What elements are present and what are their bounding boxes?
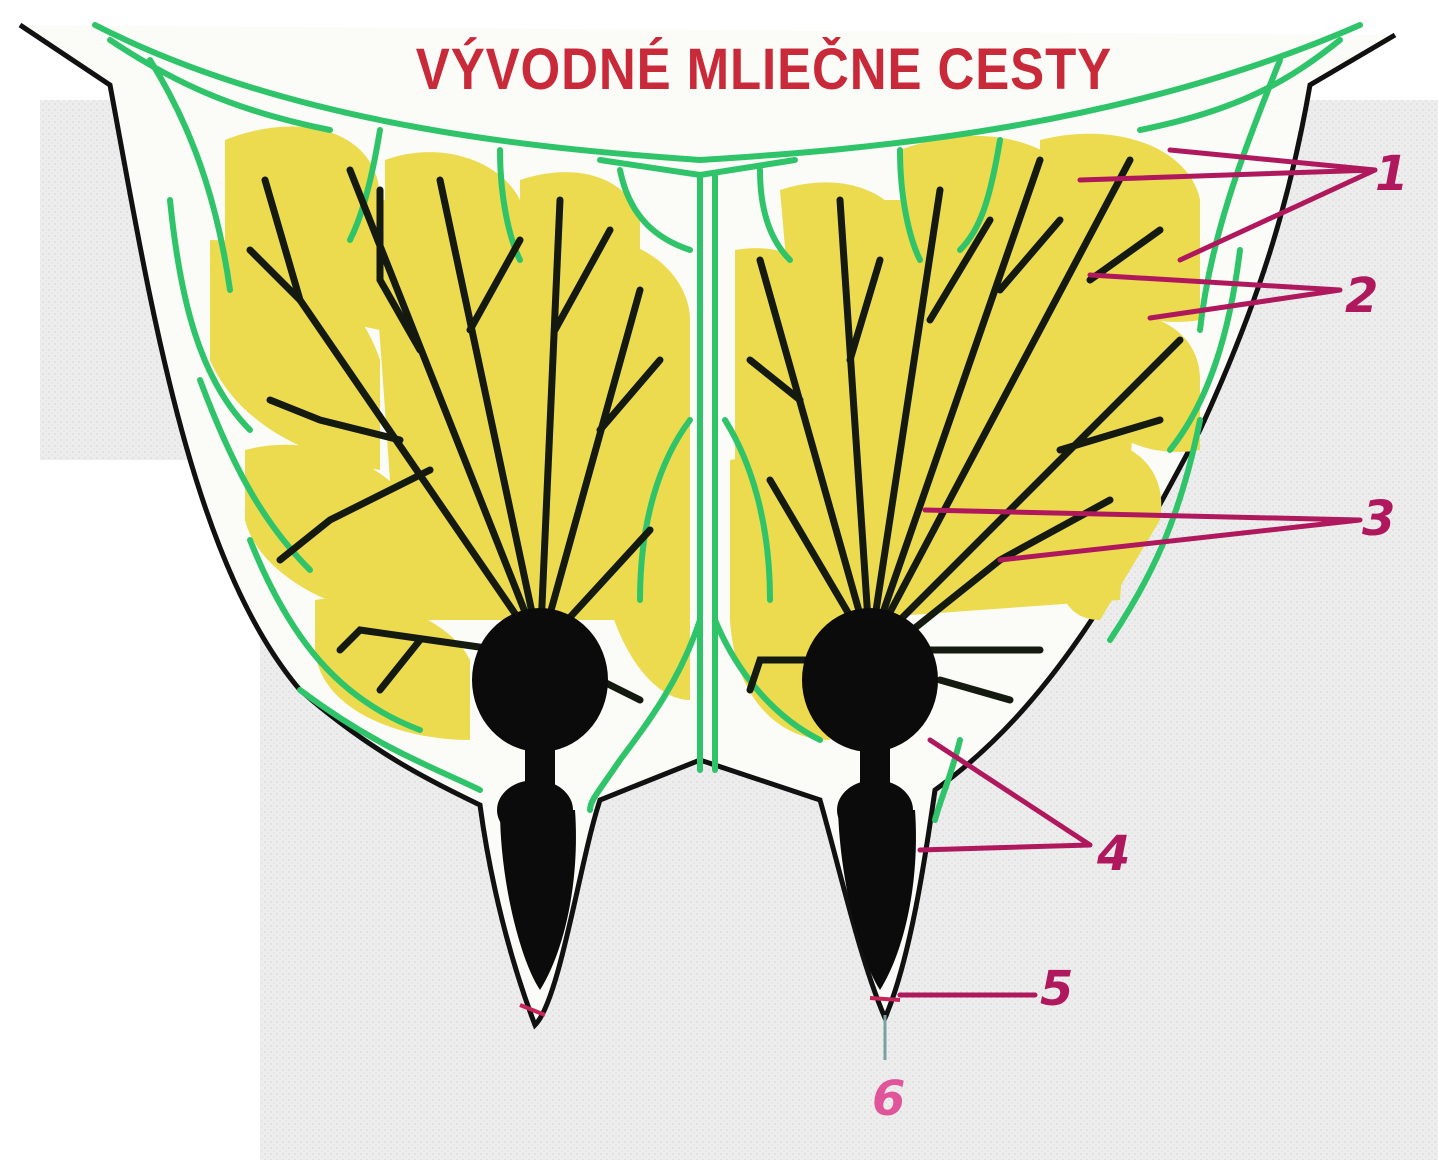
label-4: 4: [1097, 830, 1130, 878]
paper-cutout: [0, 460, 260, 1160]
label-6: 6: [872, 1075, 905, 1123]
label-5: 5: [1040, 965, 1073, 1013]
label-3: 3: [1362, 495, 1395, 543]
diagram-title: VÝVODNÉ MLIEČNE CESTY: [131, 36, 1396, 103]
label-2: 2: [1345, 272, 1378, 320]
label-1: 1: [1375, 150, 1408, 198]
